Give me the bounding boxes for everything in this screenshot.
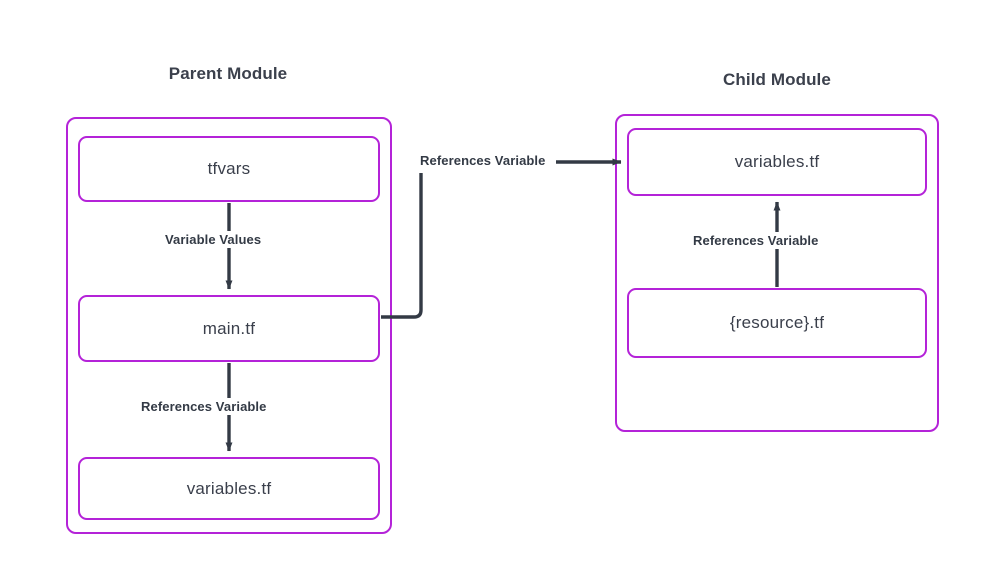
node-main-tf-label: main.tf xyxy=(202,318,256,338)
node-child-variables-tf-label: variables.tf xyxy=(734,152,820,171)
edge-label-child-references-variable: References Variable xyxy=(690,232,822,249)
node-parent-variables-tf-label: variables.tf xyxy=(186,478,272,498)
node-tfvars-label: tfvars xyxy=(207,159,251,178)
node-resource-tf-label: {resource}.tf xyxy=(729,313,825,332)
node-resource-tf[interactable]: {resource}.tf xyxy=(627,288,927,358)
parent-module-title: Parent Module xyxy=(168,64,288,83)
node-main-tf[interactable]: main.tf xyxy=(78,295,380,362)
child-module-title: Child Module xyxy=(723,70,831,89)
edge-label-parent-references-variable: References Variable xyxy=(138,398,270,415)
node-child-variables-tf[interactable]: variables.tf xyxy=(627,128,927,196)
node-parent-variables-tf[interactable]: variables.tf xyxy=(78,457,380,520)
node-tfvars[interactable]: tfvars xyxy=(78,136,380,202)
edge-label-variable-values: Variable Values xyxy=(162,231,265,248)
edge-label-cross-module-references-variable: References Variable xyxy=(417,152,549,169)
